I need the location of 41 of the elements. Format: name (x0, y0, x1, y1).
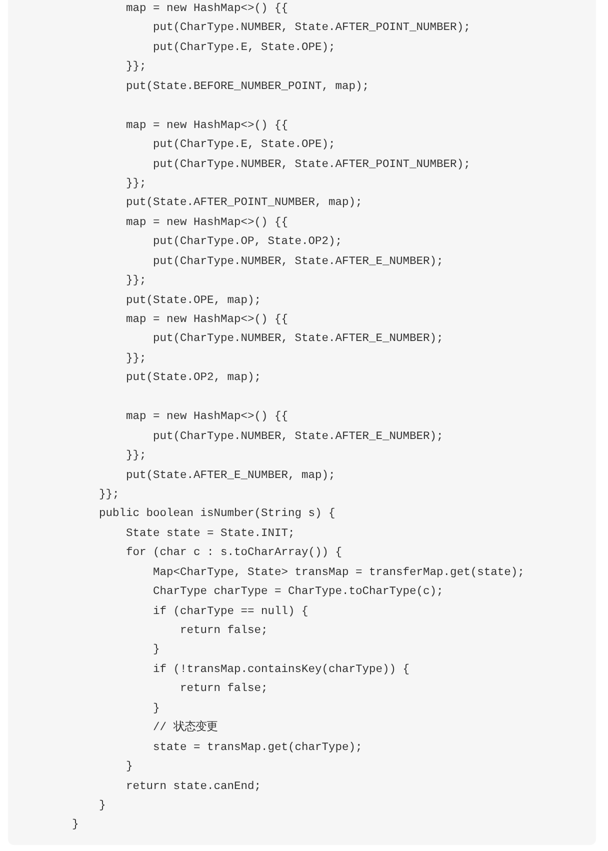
code-line: if (!transMap.containsKey(charType)) { (152, 664, 410, 676)
code-line: put(State.BEFORE_NUMBER_POINT, map); (125, 80, 370, 93)
code-line: Map<CharType, State> transMap = transferMap.get(state); (152, 566, 524, 579)
code-line: map = new HashMap<>() {{ (125, 411, 288, 424)
code-line: } (152, 702, 160, 715)
code-line: put(CharType.NUMBER, State.AFTER_POINT_NUMBER); (152, 22, 470, 34)
code-line: }}; (125, 450, 146, 462)
code-line: } (72, 819, 79, 832)
code-line: put(CharType.NUMBER, State.AFTER_E_NUMBER); (152, 256, 444, 268)
code-line: put(CharType.OP, State.OP2); (152, 236, 342, 248)
code-line: put(CharType.NUMBER, State.AFTER_E_NUMBER); (152, 333, 444, 346)
code-line: CharType charType = CharType.toCharType(c); (152, 586, 444, 598)
code-line: } (125, 761, 133, 774)
code-line: } (152, 644, 160, 656)
code-line: } (98, 800, 106, 812)
code-line: put(State.AFTER_POINT_NUMBER, map); (125, 197, 362, 210)
code-line: }}; (98, 488, 120, 501)
code-line: }}; (125, 352, 146, 365)
code-line: put(State.AFTER_E_NUMBER, map); (125, 470, 336, 482)
code-line: map = new HashMap<>() {{ (125, 3, 288, 15)
code-line: map = new HashMap<>() {{ (125, 314, 288, 326)
code-line: return false; (179, 683, 268, 696)
code-line: return state.canEnd; (125, 780, 262, 792)
code-line: put(CharType.NUMBER, State.AFTER_POINT_NUMBER); (152, 158, 470, 170)
code-line: put(CharType.E, State.OPE); (152, 139, 336, 152)
code-line: State state = State.INIT; (125, 528, 295, 540)
code-line: }}; (125, 275, 146, 288)
code-line: put(CharType.E, State.OPE); (152, 42, 336, 54)
code-line: // 状态变更 (152, 722, 218, 734)
code-line: }}; (125, 178, 146, 190)
code-line: map = new HashMap<>() {{ (125, 120, 288, 132)
code-line: return false; (179, 625, 268, 637)
code-line: put(CharType.NUMBER, State.AFTER_E_NUMBER); (152, 430, 444, 443)
code-line: public boolean isNumber(String s) { (98, 508, 336, 520)
code-line: if (charType == null) { (152, 606, 308, 618)
code-line: map = new HashMap<>() {{ (125, 216, 288, 229)
code-line: for (char c : s.toCharArray()) { (125, 547, 342, 560)
code-line: put(State.OPE, map); (125, 294, 262, 307)
code-line: state = transMap.get(charType); (152, 742, 362, 754)
code-line: put(State.OP2, map); (125, 372, 262, 384)
code-line: }}; (125, 61, 146, 74)
